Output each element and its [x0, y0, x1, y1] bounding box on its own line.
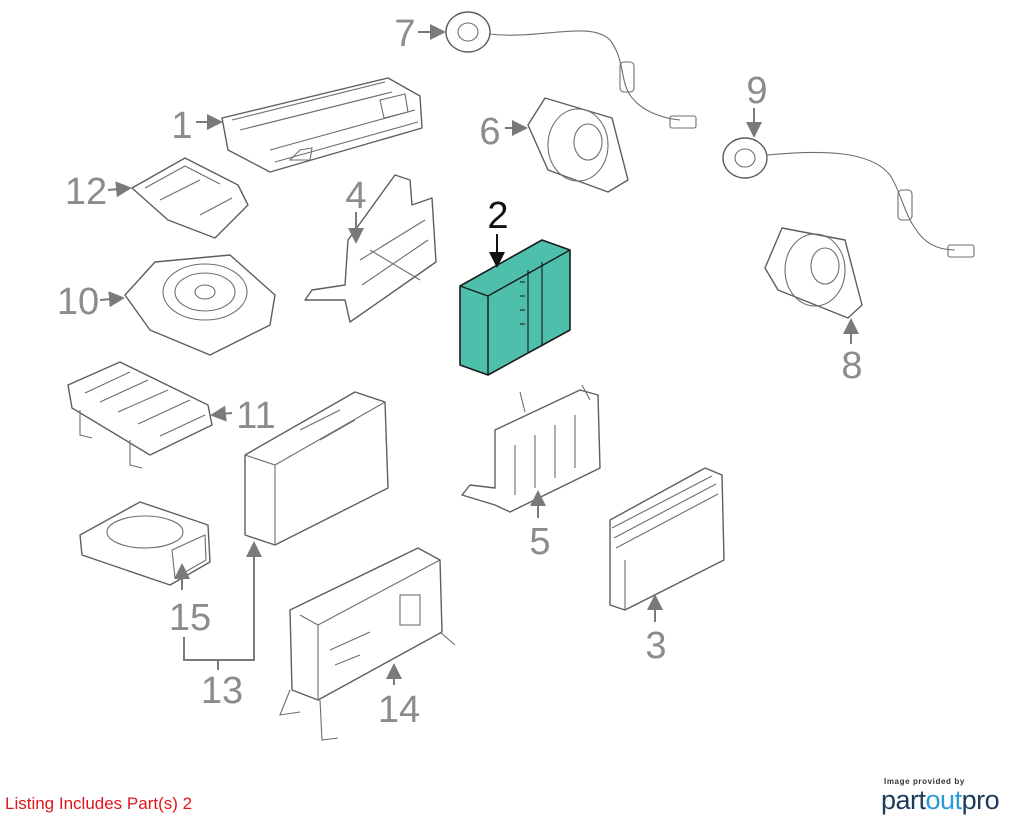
brand-out: out	[925, 785, 963, 815]
partoutpro-logo: partoutpro	[881, 785, 1000, 816]
part-9-tweeter	[722, 137, 975, 258]
callout-5: 5	[529, 521, 550, 563]
callout-1: 1	[171, 105, 192, 147]
part-1-radio-unit	[221, 77, 423, 173]
callout-12: 12	[65, 171, 107, 213]
part-15-amplifier-cover	[79, 501, 211, 586]
part-6-speaker	[527, 97, 629, 193]
part-8-speaker	[764, 227, 863, 319]
callout-2: 2	[487, 195, 508, 237]
part-14-mounting-frame	[279, 547, 456, 741]
callout-9: 9	[746, 70, 767, 112]
callout-3: 3	[645, 625, 666, 667]
part-4-mounting-bracket	[304, 174, 437, 323]
listing-caption: Listing Includes Part(s) 2	[5, 794, 193, 813]
image-credit-label: Image provided by	[884, 777, 965, 786]
callout-15: 15	[169, 597, 211, 639]
part-3-module	[609, 467, 725, 611]
callout-10: 10	[57, 281, 99, 323]
callout-6: 6	[479, 111, 500, 153]
part-2-control-module	[459, 239, 571, 376]
callout-14: 14	[378, 689, 420, 731]
brand-pro: pro	[961, 785, 1000, 815]
callout-7: 7	[394, 13, 415, 55]
callout-13: 13	[201, 670, 243, 712]
part-10-subwoofer	[124, 254, 276, 356]
callout-11: 11	[236, 395, 275, 437]
part-13-amplifier-box	[244, 391, 389, 546]
part-12-speaker-grille	[131, 157, 249, 239]
part-11-bracket-tray	[67, 361, 213, 469]
part-7-tweeter	[445, 11, 697, 129]
brand-part: part	[881, 785, 926, 815]
callout-8: 8	[841, 345, 862, 387]
leader-lines	[99, 24, 859, 685]
part-5-module-bracket	[461, 384, 601, 513]
callout-4: 4	[345, 175, 366, 217]
